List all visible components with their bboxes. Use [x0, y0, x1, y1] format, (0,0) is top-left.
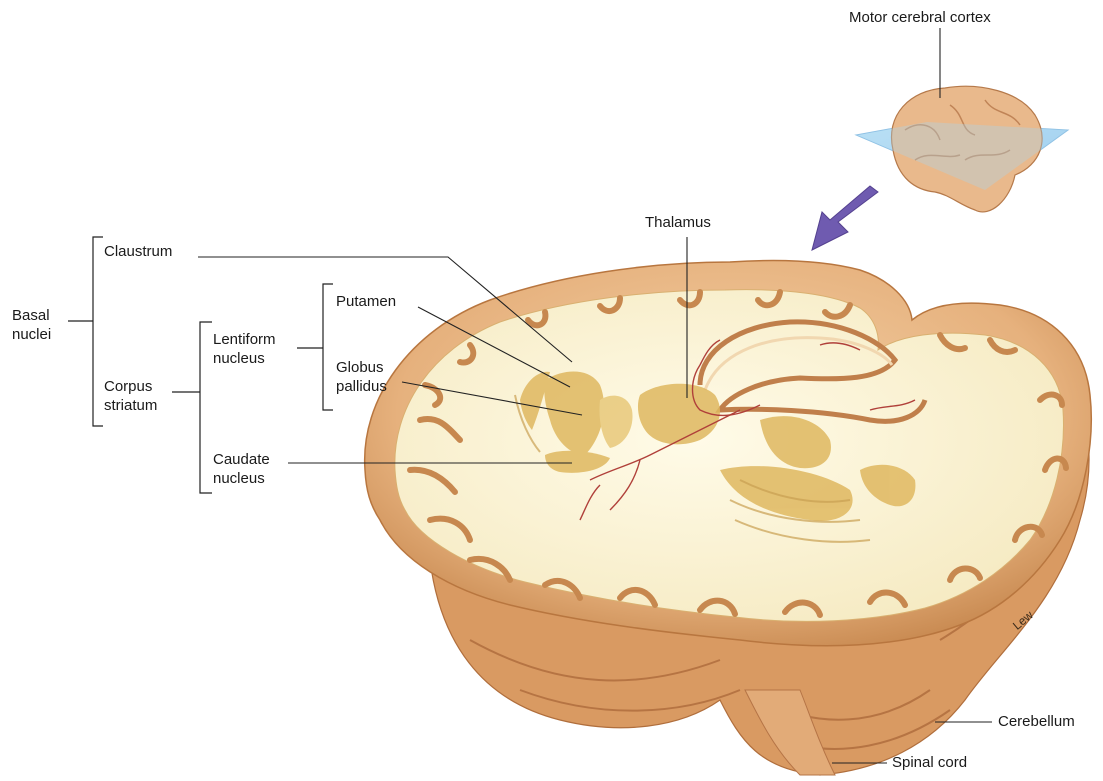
label-globus-1: Globus — [336, 358, 384, 378]
label-caudate-1: Caudate — [213, 450, 270, 470]
reference-brain-icon — [856, 86, 1068, 212]
label-basal-1: Basal — [12, 306, 50, 326]
label-caudate-2: nucleus — [213, 469, 265, 489]
label-basal-2: nuclei — [12, 325, 51, 345]
label-putamen: Putamen — [336, 292, 396, 312]
label-thalamus: Thalamus — [645, 213, 711, 233]
label-lentiform-2: nucleus — [213, 349, 265, 369]
brain-section — [365, 260, 1092, 775]
direction-arrow — [812, 186, 878, 250]
label-claustrum: Claustrum — [104, 242, 172, 262]
label-cerebellum: Cerebellum — [998, 712, 1075, 732]
label-corpus-2: striatum — [104, 396, 157, 416]
label-lentiform-1: Lentiform — [213, 330, 276, 350]
label-motor-cortex: Motor cerebral cortex — [849, 8, 991, 28]
bracket-lines — [68, 237, 333, 493]
label-spinal-cord: Spinal cord — [892, 753, 967, 773]
label-corpus-1: Corpus — [104, 377, 152, 397]
label-globus-2: pallidus — [336, 377, 387, 397]
